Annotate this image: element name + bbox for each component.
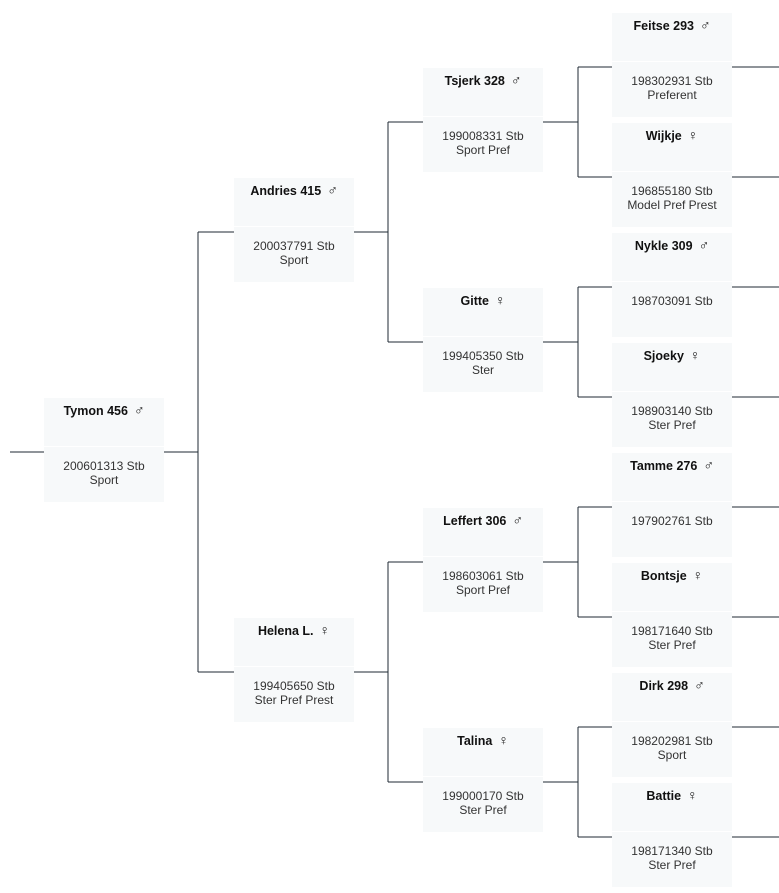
predicate: Ster Pref <box>648 418 696 432</box>
card-divider <box>44 446 164 447</box>
horse-name: Andries 415♂ <box>250 182 338 198</box>
registration-number: 198171640 Stb <box>631 624 713 638</box>
female-icon: ♀ <box>498 732 509 748</box>
male-icon: ♂ <box>512 512 523 528</box>
card-divider <box>423 776 543 777</box>
registration-number: 198603061 Stb <box>442 569 524 583</box>
predicate: Sport Pref <box>455 583 511 597</box>
predicate: Sport <box>657 748 687 762</box>
card-divider <box>612 281 732 282</box>
card-divider <box>612 61 732 62</box>
horse-name: Tymon 456♂ <box>63 402 145 418</box>
card-divider <box>423 336 543 337</box>
predicate: Preferent <box>647 88 697 102</box>
horse-name: Nykle 309♂ <box>634 237 710 253</box>
card-divider <box>423 116 543 117</box>
female-icon: ♀ <box>494 292 506 308</box>
predicate: Sport <box>89 473 119 487</box>
horse-name: Tsjerk 328♂ <box>444 72 522 88</box>
male-icon: ♂ <box>694 677 705 693</box>
card-divider <box>612 171 732 172</box>
male-icon: ♂ <box>510 72 522 88</box>
card-divider <box>612 391 732 392</box>
horse-card-ds-sire[interactable]: Tamme 276♂ 197902761 Stb <box>612 453 732 557</box>
predicate: Ster Pref Prest <box>254 693 334 707</box>
card-divider <box>234 226 354 227</box>
horse-name: Leffert 306♂ <box>443 512 523 528</box>
registration-number: 197902761 Stb <box>631 514 713 528</box>
male-icon: ♂ <box>133 402 145 418</box>
male-icon: ♂ <box>327 182 338 198</box>
female-icon: ♀ <box>692 567 704 583</box>
horse-name: Talina♀ <box>457 732 509 748</box>
horse-name: Dirk 298♂ <box>639 677 705 693</box>
predicate: Sport Pref <box>455 143 511 157</box>
registration-number: 198302931 Stb <box>631 74 713 88</box>
registration-number: 198703091 Stb <box>631 294 713 308</box>
female-icon: ♀ <box>687 127 699 143</box>
registration-number: 199000170 Stb <box>442 789 524 803</box>
registration-number: 199008331 Stb <box>442 129 524 143</box>
horse-name: Helena L.♀ <box>257 622 331 638</box>
registration-number: 199405350 Stb <box>442 349 524 363</box>
predicate: Ster Pref <box>648 638 696 652</box>
registration-number: 200037791 Stb <box>253 239 335 253</box>
female-icon: ♀ <box>689 347 701 363</box>
card-divider <box>612 501 732 502</box>
registration-number: 198903140 Stb <box>631 404 713 418</box>
horse-card-sd-sire[interactable]: Nykle 309♂ 198703091 Stb <box>612 233 732 337</box>
registration-number: 199405650 Stb <box>253 679 335 693</box>
horse-name: Gitte♀ <box>460 292 506 308</box>
horse-name: Tamme 276♂ <box>630 457 714 473</box>
male-icon: ♂ <box>699 17 711 33</box>
card-divider <box>612 831 732 832</box>
female-icon: ♀ <box>687 787 698 803</box>
card-divider <box>423 556 543 557</box>
card-divider <box>612 721 732 722</box>
horse-name: Wijkje♀ <box>645 127 699 143</box>
registration-number: 196855180 Stb <box>631 184 713 198</box>
horse-name: Sjoeky♀ <box>643 347 701 363</box>
predicate: Sport <box>279 253 309 267</box>
female-icon: ♀ <box>319 622 331 638</box>
registration-number: 200601313 Stb <box>63 459 145 473</box>
horse-name: Feitse 293♂ <box>633 17 711 33</box>
predicate: Ster Pref <box>648 858 696 872</box>
male-icon: ♂ <box>698 237 710 253</box>
horse-name: Battie♀ <box>646 787 698 803</box>
predicate: Ster Pref <box>459 803 507 817</box>
predicate: Model Pref Prest <box>627 198 717 212</box>
registration-number: 198202981 Stb <box>631 734 713 748</box>
card-divider <box>234 666 354 667</box>
registration-number: 198171340 Stb <box>631 844 713 858</box>
male-icon: ♂ <box>703 457 714 473</box>
horse-name: Bontsje♀ <box>640 567 704 583</box>
predicate: Ster <box>471 363 494 377</box>
card-divider <box>612 611 732 612</box>
